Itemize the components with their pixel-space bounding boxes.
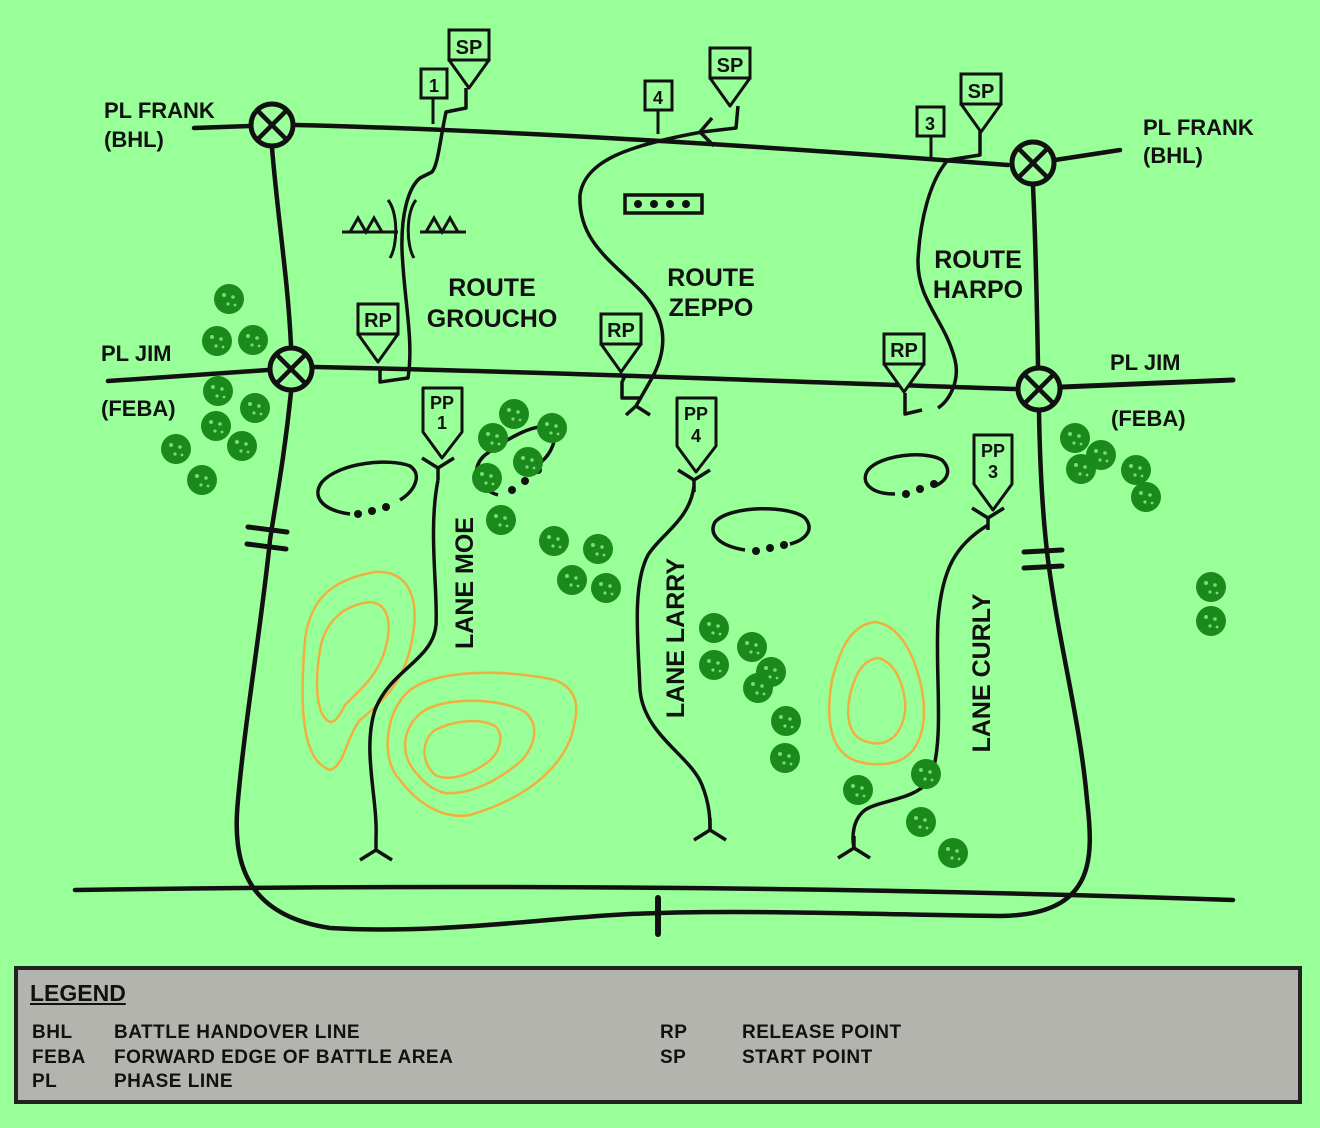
- pp-marker-1: PP 1: [421, 386, 464, 460]
- lane-lines: [368, 479, 989, 849]
- checkpoint-number: 1: [429, 76, 439, 96]
- contact-point-e: [1018, 368, 1060, 410]
- contact-point-nw: [251, 104, 293, 146]
- pl-jim-line: [105, 364, 1236, 392]
- legend-abbr: BHL: [32, 1022, 73, 1043]
- legend-meaning: START POINT: [742, 1047, 873, 1068]
- checkpoint-number: 4: [653, 88, 663, 108]
- legend-panel: LEGEND BHL BATTLE HANDOVER LINE FEBA FOR…: [14, 966, 1302, 1104]
- pl-jim-left-sub: (FEBA): [101, 396, 176, 421]
- pp-marker-3: PP 3: [972, 433, 1014, 512]
- rp-marker-groucho: RP: [356, 302, 400, 364]
- sp-label: SP: [968, 81, 995, 103]
- sp-label: SP: [456, 37, 483, 59]
- lane-moe-label: LANE MOE: [451, 517, 479, 649]
- rp-marker-harpo: RP: [882, 332, 926, 394]
- checkpoint-number: 3: [925, 114, 935, 134]
- sp-marker-harpo: SP: [959, 72, 1003, 134]
- checkpoint-3: 3: [915, 105, 946, 160]
- pp-number: 4: [691, 426, 701, 446]
- rp-label: RP: [607, 320, 635, 342]
- legend-title: LEGEND: [30, 980, 126, 1006]
- lane-curly-start-fork: [970, 506, 1006, 532]
- obstacle-symbol: [342, 199, 466, 259]
- legend-meaning: BATTLE HANDOVER LINE: [114, 1022, 361, 1043]
- pp-label: PP: [684, 404, 708, 424]
- route-zeppo-line1: ROUTE: [667, 264, 755, 292]
- pp-number: 1: [437, 413, 447, 433]
- route-lines: [378, 88, 982, 416]
- lane-moe-start-fork: [420, 456, 456, 482]
- checkpoint-4: 4: [643, 79, 674, 134]
- rp-label: RP: [890, 340, 918, 362]
- legend-abbr: PL: [32, 1071, 58, 1092]
- pl-frank-left-label: PL FRANK: [104, 98, 215, 123]
- legend-abbr: FEBA: [32, 1047, 86, 1068]
- legend-abbr: RP: [660, 1022, 688, 1043]
- route-groucho-line1: ROUTE: [448, 274, 536, 302]
- rp-label: RP: [364, 310, 392, 332]
- bottom-phase-line: [72, 884, 1236, 903]
- pl-frank-left-sub: (BHL): [104, 127, 164, 152]
- pl-frank-line: [191, 122, 1123, 168]
- assembly-area-symbol: [623, 193, 704, 215]
- legend-meaning: PHASE LINE: [114, 1071, 234, 1092]
- lane-larry-end-fork: [692, 816, 728, 842]
- pp-label: PP: [981, 441, 1005, 461]
- contact-point-ne: [1012, 142, 1054, 184]
- pl-jim-left-label: PL JIM: [101, 341, 172, 366]
- pl-frank-right-label: PL FRANK: [1143, 115, 1254, 140]
- checkpoint-1: 1: [419, 67, 449, 124]
- route-harpo-line1: ROUTE: [934, 246, 1022, 274]
- pl-frank-right-sub: (BHL): [1143, 143, 1203, 168]
- lane-larry-start-fork: [676, 468, 712, 494]
- terrain-contours: [301, 570, 926, 818]
- unit-boundary: [234, 145, 1093, 937]
- route-groucho-line2: GROUCHO: [427, 305, 558, 333]
- pp-label: PP: [430, 393, 454, 413]
- legend-abbr: SP: [660, 1047, 687, 1068]
- sp-marker-zeppo: SP: [708, 46, 752, 108]
- battle-positions: [316, 425, 950, 552]
- pp-number: 3: [988, 462, 998, 482]
- legend-meaning: FORWARD EDGE OF BATTLE AREA: [114, 1047, 454, 1068]
- vegetation: [161, 284, 1226, 868]
- sp-label: SP: [717, 55, 744, 77]
- lane-larry-label: LANE LARRY: [662, 558, 690, 719]
- lane-moe-end-fork: [358, 836, 394, 862]
- route-harpo-line2: HARPO: [933, 276, 1023, 304]
- sp-marker-groucho: SP: [447, 28, 491, 90]
- pl-jim-right-sub: (FEBA): [1111, 406, 1186, 431]
- pp-marker-4: PP 4: [675, 396, 718, 474]
- legend-meaning: RELEASE POINT: [742, 1022, 902, 1043]
- contact-point-w: [270, 348, 312, 390]
- pl-jim-right-label: PL JIM: [1110, 350, 1181, 375]
- lane-curly-label: LANE CURLY: [968, 593, 996, 752]
- rp-marker-zeppo: RP: [599, 312, 643, 374]
- route-zeppo-line2: ZEPPO: [669, 294, 754, 322]
- lane-curly-end-fork: [836, 834, 872, 860]
